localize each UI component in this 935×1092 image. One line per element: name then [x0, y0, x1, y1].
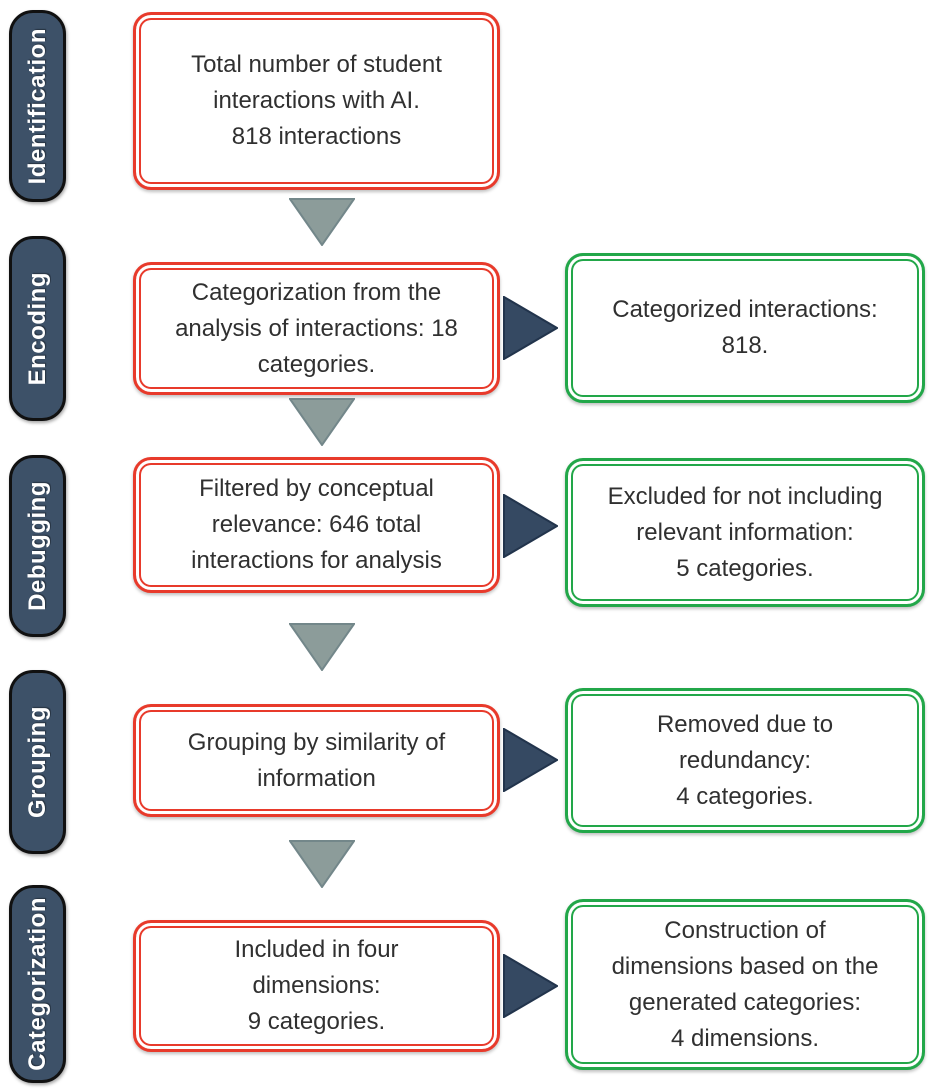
process-box-grouping: Grouping by similarity of information [133, 704, 500, 817]
stage-label: Categorization [23, 897, 51, 1071]
process-text: Total number of student interactions wit… [191, 51, 442, 150]
right-arrow-icon [503, 728, 558, 792]
stage-pill-encoding: Encoding [9, 236, 66, 421]
stage-label: Identification [23, 27, 51, 185]
stage-label: Grouping [23, 706, 51, 818]
outcome-box-categorization: Construction of dimensions based on the … [565, 899, 925, 1070]
down-arrow-icon [289, 840, 355, 888]
process-text: Categorization from the analysis of inte… [175, 278, 458, 378]
outcome-box-debugging: Excluded for not including relevant info… [565, 458, 925, 607]
outcome-text: Excluded for not including relevant info… [607, 482, 883, 582]
outcome-text: Construction of dimensions based on the … [611, 916, 879, 1052]
outcome-text: Removed due to redundancy: 4 categories. [656, 710, 834, 810]
stage-pill-categorization: Categorization [9, 885, 66, 1083]
stage-pill-debugging: Debugging [9, 455, 66, 637]
stage-pill-grouping: Grouping [9, 670, 66, 854]
process-text: Included in four dimensions: 9 categorie… [234, 936, 399, 1035]
process-text: Filtered by conceptual relevance: 646 to… [191, 475, 442, 574]
process-text: Grouping by similarity of information [187, 728, 446, 792]
down-arrow-icon [289, 623, 355, 671]
stage-label: Encoding [23, 271, 51, 386]
stage-pill-identification: Identification [9, 10, 66, 202]
outcome-box-encoding: Categorized interactions: 818. [565, 253, 925, 403]
down-arrow-icon [289, 398, 355, 446]
outcome-text: Categorized interactions: 818. [612, 296, 878, 359]
right-arrow-icon [503, 954, 558, 1018]
process-box-debugging: Filtered by conceptual relevance: 646 to… [133, 457, 500, 593]
outcome-box-grouping: Removed due to redundancy: 4 categories. [565, 688, 925, 833]
right-arrow-icon [503, 296, 558, 360]
process-box-encoding: Categorization from the analysis of inte… [133, 262, 500, 395]
right-arrow-icon [503, 494, 558, 558]
process-box-identification: Total number of student interactions wit… [133, 12, 500, 190]
process-box-categorization: Included in four dimensions: 9 categorie… [133, 920, 500, 1052]
down-arrow-icon [289, 198, 355, 246]
stage-label: Debugging [23, 481, 51, 611]
